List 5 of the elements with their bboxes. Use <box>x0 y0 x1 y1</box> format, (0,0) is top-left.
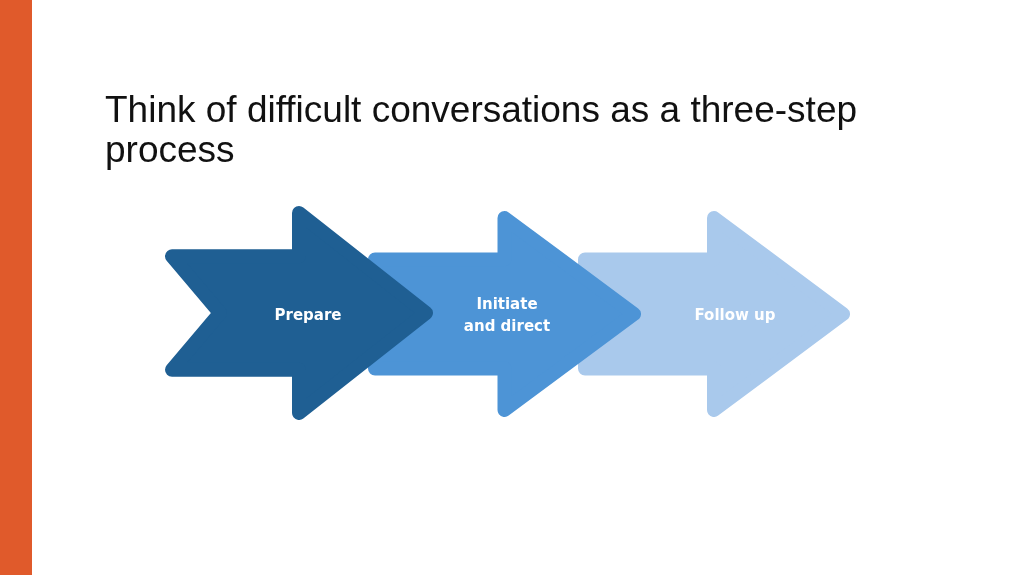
step-label: Prepare <box>273 305 343 326</box>
step-label: Follow up <box>693 305 777 326</box>
process-step <box>165 206 433 420</box>
slide-title: Think of difficult conversations as a three-step process <box>105 90 859 170</box>
step-label: Initiate and direct <box>462 294 552 337</box>
